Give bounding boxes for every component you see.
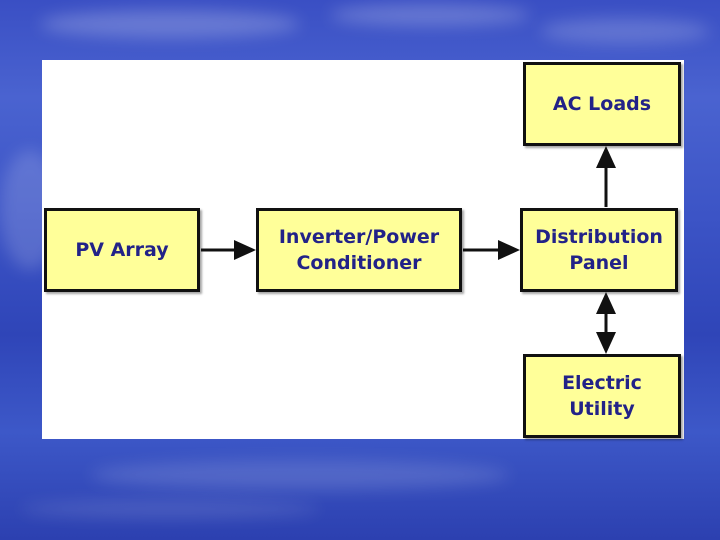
arrow-distribution-utility-bidirectional (596, 292, 616, 354)
pv-array-node: PV Array (44, 208, 200, 292)
distribution-panel-node: Distribution Panel (520, 208, 678, 292)
background-streak (330, 4, 530, 26)
background-streak (90, 460, 510, 490)
inverter-node: Inverter/Power Conditioner (256, 208, 462, 292)
background-streak (540, 18, 710, 44)
electric-utility-node: Electric Utility (523, 354, 681, 438)
arrow-pv-to-inverter (201, 240, 256, 260)
ac-loads-node: AC Loads (523, 62, 681, 146)
background-streak (40, 10, 300, 38)
arrow-inverter-to-distribution (463, 240, 520, 260)
arrow-distribution-to-ac-loads (596, 146, 616, 207)
background-streak (20, 500, 320, 518)
